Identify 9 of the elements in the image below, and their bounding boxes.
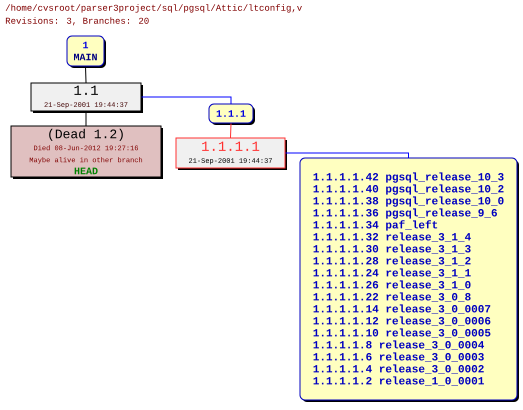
connector-line	[85, 66, 86, 83]
header-text: /home/cvsroot/parser3project/sql/pgsql/Attic/ltconfig,v	[6, 4, 302, 13]
tag-list-box: 1.1.1.1.42 pgsql_release_10_3 1.1.1.1.40 pgsql_release_10_2 1.1.1.1.38 pgsql_release_10_0 1.1.1.1.36 pgsql_release_9_6 1.1.1.1.34 paf_left 1.1.1.1.32 release_3_1_4 1.1.1.1.30 release_3_1_3 1.1.1.1.28 release_3_1_2 1.1.1.1.24 release_3_1_1 1.1.1.1.26 release_3_1_0 1.1.1.1.22 release_3_0_8 1.1.1.1.14 release_3_0_0007 1.1.1.1.12 release_3_0_0006 1.1.1.1.10 release_3_0_0005 1.1.1.1.8 release_3_0_0004 1.1.1.1.6 release_3_0_0003 1.1.1.1.4 release_3_0_0002 1.1.1.1.2 release_1_0_0001	[300, 158, 519, 402]
connector-line	[285, 152, 409, 158]
header-text: Revisions: 3, Branches: 20	[6, 17, 149, 26]
branch-box: 1.1.1	[208, 104, 255, 125]
connector-line	[141, 96, 232, 104]
branch-box: 1 MAIN	[66, 36, 106, 68]
connector-line	[230, 123, 232, 138]
